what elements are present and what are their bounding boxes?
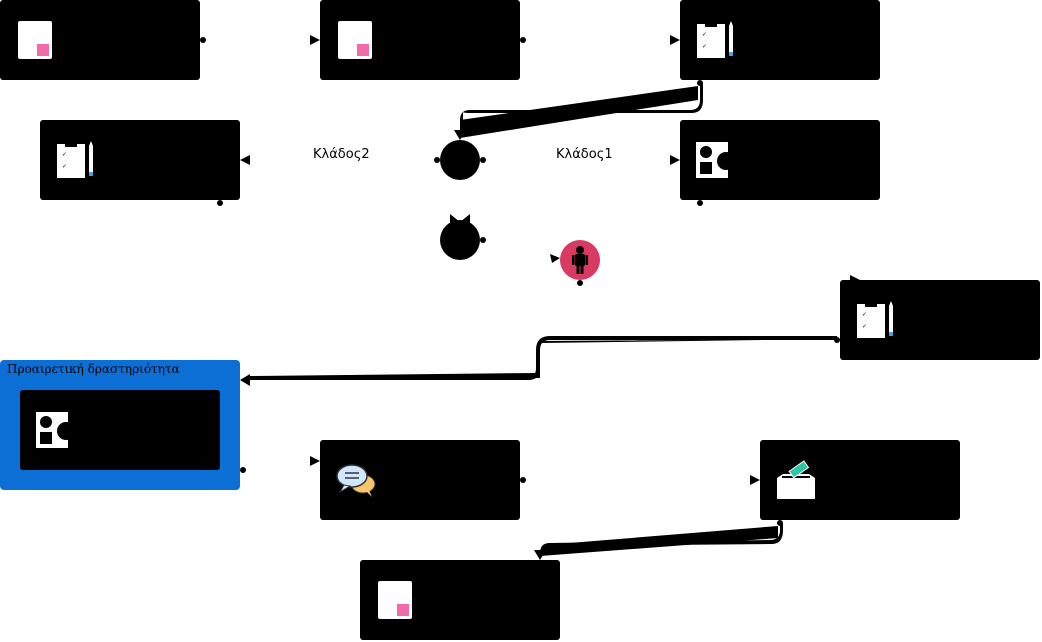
port	[434, 157, 440, 163]
port-out	[200, 37, 206, 43]
stop-gate[interactable]	[560, 240, 600, 280]
activity-node-discussion[interactable]	[320, 440, 520, 520]
branch-label-1: Κλάδος1	[556, 147, 613, 162]
port-out	[240, 467, 246, 473]
port-out	[480, 237, 486, 243]
document-icon	[338, 21, 372, 59]
arrow-head	[750, 475, 760, 485]
activity-node-shapes-optional[interactable]	[20, 390, 220, 470]
shapes-icon	[696, 142, 735, 178]
connector-wire	[460, 86, 698, 138]
activity-node-document-1[interactable]	[0, 0, 200, 80]
branch-label-2: Κλάδος2	[313, 147, 370, 162]
arrow-head	[310, 35, 320, 45]
document-icon	[18, 21, 52, 59]
port	[480, 157, 486, 163]
activity-node-assessment-2[interactable]: ✓ ✓	[840, 280, 1040, 360]
arrow-head	[550, 254, 560, 263]
svg-text:✓: ✓	[702, 31, 707, 38]
arrow-head	[534, 550, 546, 560]
activity-node-document-2[interactable]	[320, 0, 520, 80]
svg-text:✓: ✓	[702, 43, 707, 50]
clipboard-pencil-icon: ✓ ✓	[857, 301, 893, 338]
connector-wire	[250, 339, 837, 380]
connector-wire	[540, 526, 778, 556]
svg-text:✓: ✓	[862, 323, 867, 330]
arrow-head	[240, 155, 250, 165]
port-out	[697, 200, 703, 206]
arrow-head	[240, 374, 250, 386]
port-out	[577, 280, 583, 286]
branch-join-gateway[interactable]	[440, 212, 480, 260]
speech-bubbles-icon	[336, 464, 376, 497]
shapes-icon	[36, 412, 75, 448]
activity-node-assessment-1[interactable]: ✓ ✓	[680, 0, 880, 80]
clipboard-pencil-icon: ✓ ✓	[697, 21, 733, 58]
svg-text:✓: ✓	[62, 151, 67, 158]
arrow-head	[310, 456, 320, 466]
activity-node-document-3[interactable]	[360, 560, 560, 640]
document-icon	[378, 581, 412, 619]
port-out	[520, 37, 526, 43]
arrow-head	[454, 130, 466, 140]
branch-split-gateway[interactable]	[440, 140, 480, 180]
arrow-head	[670, 155, 680, 165]
arrow-head	[670, 35, 680, 45]
svg-text:✓: ✓	[62, 163, 67, 170]
clipboard-pencil-icon: ✓ ✓	[57, 141, 93, 178]
ballot-box-icon	[777, 460, 815, 499]
activity-node-vote[interactable]	[760, 440, 960, 520]
activity-node-shapes-branch1[interactable]	[680, 120, 880, 200]
optional-activity-group[interactable]: Προαιρετική δραστηριότητα	[0, 360, 240, 490]
svg-text:✓: ✓	[862, 311, 867, 318]
activity-node-assessment-branch2[interactable]: ✓ ✓	[40, 120, 240, 200]
optional-activity-label: Προαιρετική δραστηριότητα	[7, 362, 180, 376]
port-out	[217, 200, 223, 206]
person-icon	[572, 246, 588, 274]
port-out	[520, 477, 526, 483]
